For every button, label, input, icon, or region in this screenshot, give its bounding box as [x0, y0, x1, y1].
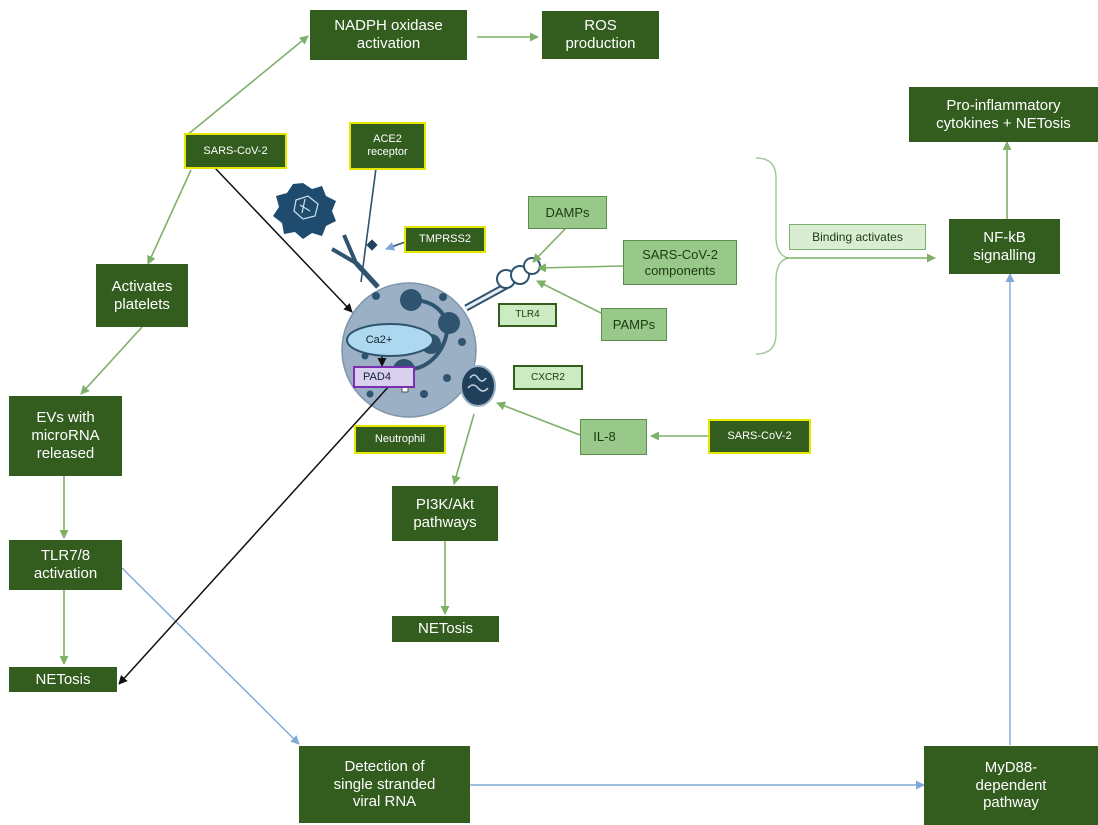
binding-bracket [755, 157, 789, 355]
blue-arrows [121, 152, 1015, 790]
node-myd88: MyD88- dependent pathway [924, 746, 1098, 825]
tmprss2-protease-icon [366, 239, 378, 251]
node-il8: IL-8 [580, 419, 647, 455]
node-ros: ROS production [542, 11, 659, 59]
node-pad4: PAD4 [353, 366, 415, 388]
ca2-label: Ca2+ [365, 334, 393, 346]
node-neutrophil: Neutrophil [354, 425, 446, 454]
node-activates-platelets: Activates platelets [96, 264, 188, 327]
node-damps: DAMPs [528, 196, 607, 229]
node-binding: Binding activates [789, 224, 926, 250]
node-detection: Detection of single stranded viral RNA [299, 746, 470, 823]
node-netosis-left: NETosis [9, 667, 117, 692]
node-evs: EVs with microRNA released [9, 396, 122, 476]
green-arrows [59, 32, 1012, 665]
node-nfkb: NF-kB signalling [949, 219, 1060, 274]
node-sars-components: SARS-CoV-2 components [623, 240, 737, 285]
node-pro-inflam: Pro-inflammatory cytokines + NETosis [909, 87, 1098, 142]
node-netosis-mid: NETosis [392, 616, 499, 642]
il8-label: IL-8 [593, 429, 616, 445]
virus-icon [273, 183, 336, 239]
node-tmprss2: TMPRSS2 [404, 226, 486, 253]
ca2-organelle: Ca2+ [345, 322, 435, 358]
node-pamps: PAMPs [601, 308, 667, 341]
node-sars-right: SARS-CoV-2 [708, 419, 811, 454]
ace2-receptor-icon [330, 234, 380, 289]
tlr4-receptor-icon [464, 257, 541, 312]
node-tlr4: TLR4 [498, 303, 557, 327]
node-nadph: NADPH oxidase activation [310, 10, 467, 60]
cxcr2-receptor-icon [460, 365, 496, 407]
node-pi3k: PI3K/Akt pathways [392, 486, 498, 541]
node-sars-top: SARS-CoV-2 [184, 133, 287, 169]
node-tlr78: TLR7/8 activation [9, 540, 122, 590]
pad4-label: PAD4 [363, 371, 391, 383]
node-cxcr2: CXCR2 [513, 365, 583, 390]
node-ace2: ACE2 receptor [349, 122, 426, 170]
